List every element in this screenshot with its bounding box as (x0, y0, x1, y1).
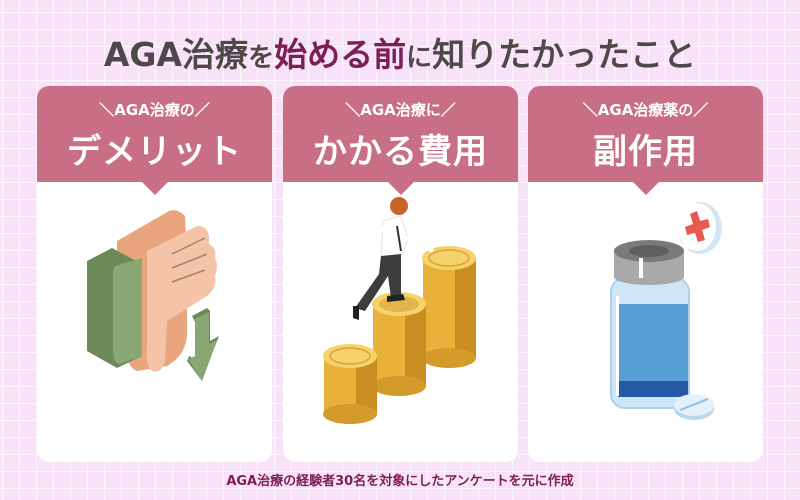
panel-heading: かかる費用 (313, 132, 488, 172)
footer-note: AGA治療の経験者30名を対象にしたアンケートを元に作成 (226, 474, 574, 489)
panel-heading: 副作用 (593, 132, 698, 172)
title-part-rest: 知りたかったこと (432, 35, 697, 74)
panel-subtitle: ＼AGA治療の／ (99, 101, 210, 119)
panel-header: ＼AGA治療薬の／ 副作用 (528, 86, 763, 195)
coin-stacks-icon (323, 197, 476, 424)
title-part-ni: に (406, 43, 433, 73)
panel-costs: ＼AGA治療に／ かかる費用 (283, 86, 518, 462)
page-title: AGA治療を始める前に知りたかったこと (0, 28, 800, 76)
medicine-bottle-icon (610, 202, 722, 420)
panel-side-effects: ＼AGA治療薬の／ 副作用 (528, 86, 763, 462)
title-part-aga: AGA治療 (103, 35, 249, 74)
thumbs-down-icon (87, 210, 219, 381)
panel-heading: デメリット (67, 132, 242, 172)
panel-subtitle: ＼AGA治療に／ (345, 101, 456, 119)
panel-subtitle: ＼AGA治療薬の／ (582, 101, 709, 119)
title-part-wo: を (248, 43, 275, 73)
panel-demerits: ＼AGA治療の／ デメリット (37, 86, 272, 462)
panel-header: ＼AGA治療に／ かかる費用 (283, 86, 518, 195)
panel-header: ＼AGA治療の／ デメリット (37, 86, 272, 195)
title-part-accent: 始める前 (274, 35, 407, 74)
